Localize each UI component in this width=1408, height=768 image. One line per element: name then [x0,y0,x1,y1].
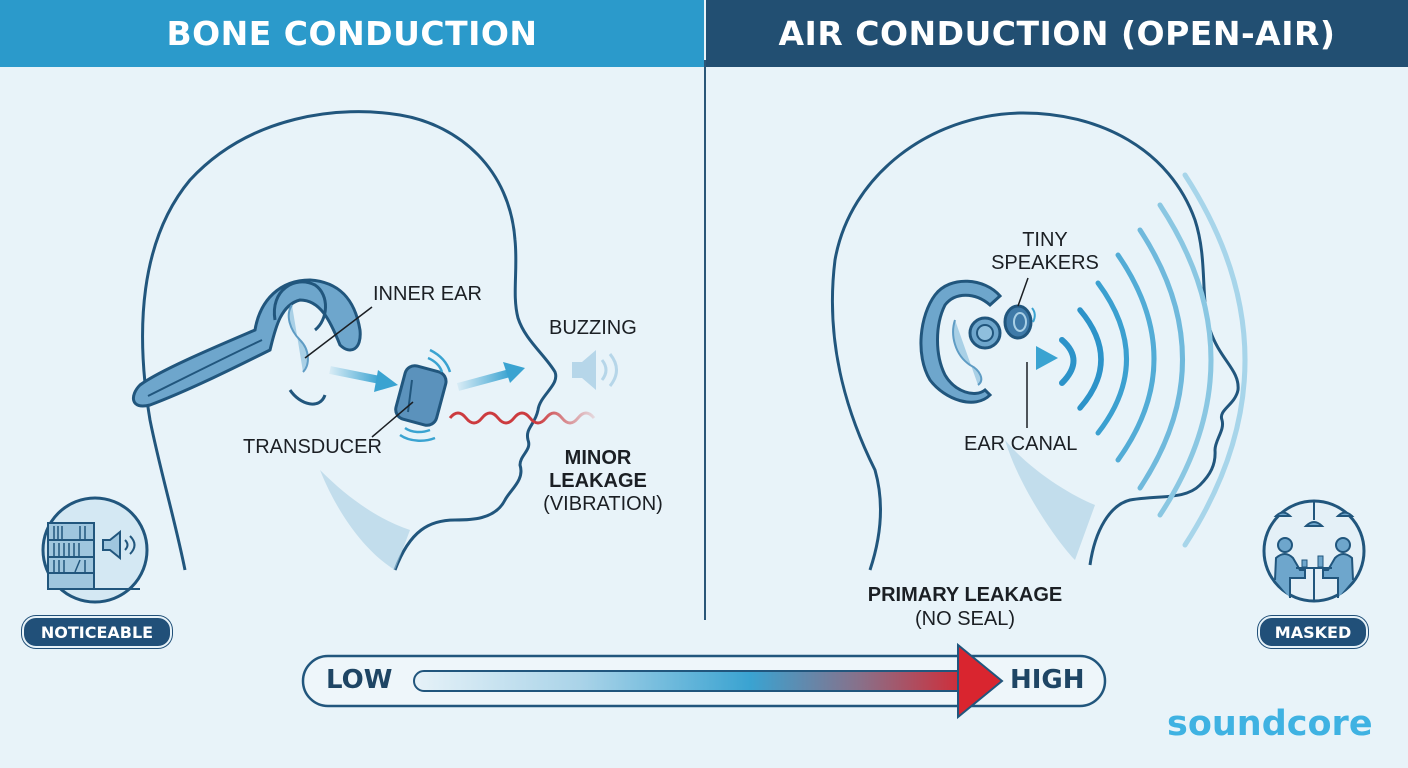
library-speaker-icon [41,496,149,604]
open-air-earbud-icon [968,316,1002,350]
tiny-speakers-leader [1017,277,1029,307]
air-ear [919,279,1003,404]
header-bone-conduction: BONE CONDUCTION [0,0,704,67]
tiny-speakers-line2: SPEAKERS [991,252,1099,274]
air-sound-arrow [995,346,1058,370]
transducer-leader [371,401,414,438]
inner-ear-leader [304,306,373,359]
air-head-outline [830,111,1240,571]
minor-leakage-line2: LEAKAGE [549,470,647,492]
minor-leakage-line1: MINOR [564,447,632,469]
cafe-people-icon [1262,499,1366,603]
transducer-icon [394,348,452,442]
sound-wave-arcs [1059,172,1248,548]
scale-high-label: HIGH [1010,665,1085,695]
soundcore-logo: soundcore [1167,704,1373,744]
bone-sound-arrow-1 [329,366,398,392]
tiny-speaker-icon [1003,304,1036,340]
label-vibration: (VIBRATION) [543,493,663,515]
label-transducer: TRANSDUCER [243,436,382,458]
label-minor-leakage: MINOR LEAKAGE [538,447,658,493]
vibration-wave [448,411,596,425]
header-air-conduction: AIR CONDUCTION (OPEN-AIR) [706,0,1408,67]
label-buzzing: BUZZING [549,317,637,339]
panel-divider [704,60,706,620]
label-no-seal: (NO SEAL) [914,608,1016,630]
label-ear-canal: EAR CANAL [964,433,1078,455]
bone-sound-arrow-2 [456,362,525,391]
bone-headset [131,278,362,408]
masked-badge: MASKED [1258,616,1368,648]
label-primary-leakage: PRIMARY LEAKAGE [867,584,1063,606]
label-tiny-speakers: TINY SPEAKERS [990,229,1100,275]
scale-low-label: LOW [326,665,393,695]
leakage-scale [301,642,1107,720]
bone-neck-shade [320,470,410,570]
bone-head-outline [141,110,558,571]
air-neck-shade [1005,440,1095,560]
bone-ear [272,280,327,406]
label-inner-ear: INNER EAR [373,283,482,305]
noticeable-badge: NOTICEABLE [22,616,172,648]
buzzing-speaker-icon [572,350,618,390]
tiny-speakers-line1: TINY [1022,229,1068,251]
